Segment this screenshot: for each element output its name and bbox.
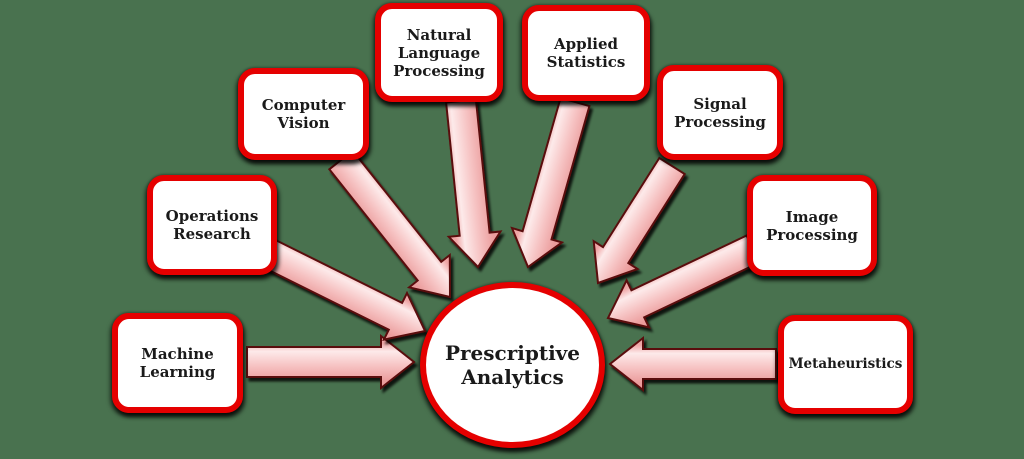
arrow-computer-vision (327, 149, 452, 299)
arrow-signal-processing (592, 156, 687, 285)
arrow-natural-language-processing (445, 98, 503, 269)
node-label: Applied Statistics (546, 35, 626, 71)
node-operations-research: Operations Research (147, 175, 277, 275)
node-machine-learning: Machine Learning (112, 313, 243, 413)
node-label: Image Processing (766, 207, 858, 244)
node-label: Signal Processing (674, 94, 766, 131)
arrow-applied-statistics (510, 96, 591, 269)
node-label: Metaheuristics (788, 356, 903, 373)
node-label: Natural Language Processing (393, 25, 485, 80)
node-image-processing: Image Processing (747, 175, 877, 276)
node-label: Computer Vision (261, 96, 346, 132)
node-metaheuristics: Metaheuristics (778, 315, 913, 414)
node-natural-language-processing: Natural Language Processing (375, 3, 503, 102)
node-label: Operations Research (165, 207, 259, 243)
arrow-image-processing (606, 234, 761, 329)
arrow-metaheuristics (608, 335, 777, 393)
arrow-machine-learning (246, 333, 416, 391)
node-computer-vision: Computer Vision (238, 68, 369, 160)
arrow-operations-research (255, 236, 427, 342)
center-node-label: Prescriptive Analytics (444, 341, 581, 389)
node-signal-processing: Signal Processing (657, 65, 783, 160)
node-label: Machine Learning (139, 345, 216, 381)
center-node-prescriptive-analytics: Prescriptive Analytics (420, 282, 605, 448)
node-applied-statistics: Applied Statistics (522, 5, 650, 101)
